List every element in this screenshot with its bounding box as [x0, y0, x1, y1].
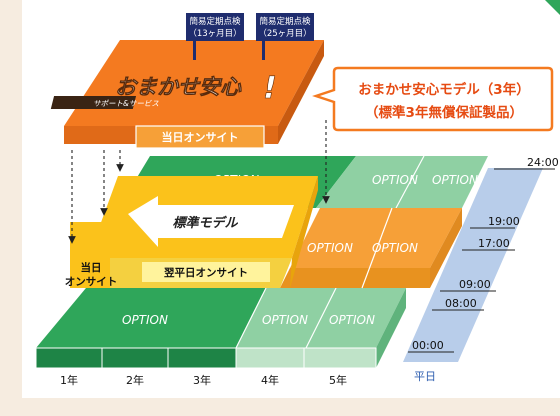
- inspection-banner-13: 簡易定期点検 （13ヶ月目）: [186, 13, 244, 60]
- time-ticks: [408, 168, 555, 353]
- middle-slab: OPTION OPTION OPTION OPTION OPTION 標準モデル…: [65, 155, 488, 289]
- year-label-4: 4年: [261, 373, 279, 387]
- time-label-08: 08:00: [445, 297, 477, 310]
- banner25-line2: （25ヶ月目）: [258, 28, 311, 39]
- left-frame-strip: [0, 0, 22, 416]
- year-block-5: [303, 347, 377, 369]
- nextday-onsite-pill: [142, 262, 270, 282]
- onsite-tab: [135, 125, 265, 149]
- banner13-line2: （13ヶ月目）: [188, 28, 241, 39]
- time-label-24: 24:00: [527, 156, 559, 169]
- sameday-onsite-line2: オンサイト: [65, 276, 118, 288]
- middle-slab-top-light: [316, 156, 488, 208]
- banner25-pole: [262, 40, 265, 60]
- time-label-00: 00:00: [412, 339, 444, 352]
- year-label-2: 2年: [126, 373, 144, 387]
- standard-model-side: [290, 176, 318, 288]
- time-label-17: 17:00: [478, 237, 510, 250]
- sameday-onsite-line1: 当日: [81, 261, 102, 274]
- logo-main-text: おまかせ安心: [115, 75, 242, 99]
- option-bottom-front: OPTION: [122, 313, 168, 327]
- corner-accent: [545, 0, 560, 15]
- orange-option-front: [280, 268, 430, 288]
- onsite-tab-label: 当日オンサイト: [162, 130, 239, 144]
- standard-model-label: 標準モデル: [172, 215, 238, 231]
- bottom-slab-top-green: [36, 288, 266, 348]
- year-block-2: [101, 347, 169, 369]
- model-callout: おまかせ安心モデル（3年） （標準3年無償保証製品）: [312, 66, 554, 132]
- weekday-time-band: [403, 168, 543, 362]
- callout-box: [312, 66, 554, 132]
- logo-exclamation-mark: !: [263, 71, 277, 106]
- inspection-banner-25: 簡易定期点検 （25ヶ月目）: [256, 13, 314, 60]
- middle-divider: [395, 155, 425, 209]
- year-blocks: [35, 347, 377, 369]
- brand-logo: サポート&サービス おまかせ安心 !: [50, 71, 277, 109]
- option-bottom-year5: OPTION: [329, 313, 375, 327]
- option-top-year5: OPTION: [432, 173, 478, 187]
- callout-line2: （標準3年無償保証製品）: [365, 104, 523, 121]
- logo-sub-strip: [50, 96, 137, 109]
- bottom-slab-side: [376, 288, 406, 368]
- option-bottom-year4: OPTION: [262, 313, 308, 327]
- guide-arrows: [68, 120, 330, 244]
- option-mid-year5: OPTION: [372, 241, 418, 255]
- banner25-flag: [256, 13, 314, 41]
- year-block-3: [167, 347, 237, 369]
- orange-divider: [361, 207, 393, 289]
- weekday-label: 平日: [414, 370, 436, 383]
- bottom-slab: OPTION OPTION OPTION: [35, 287, 406, 369]
- banner13-pole: [193, 40, 196, 60]
- bottom-frame-strip: [0, 398, 560, 416]
- year-block-4: [235, 347, 305, 369]
- time-label-19: 19:00: [488, 215, 520, 228]
- year-label-1: 1年: [60, 373, 78, 387]
- time-label-09: 09:00: [459, 278, 491, 291]
- year-block-1: [35, 347, 103, 369]
- year-label-5: 5年: [329, 373, 347, 387]
- option-top-year4: OPTION: [372, 173, 418, 187]
- option-mid-year4: OPTION: [307, 241, 353, 255]
- time-labels: 24:00 19:00 17:00 09:00 08:00 00:00: [412, 156, 559, 352]
- year-label-3: 3年: [193, 373, 211, 387]
- banner13-flag: [186, 13, 244, 41]
- bottom-divider-2: [305, 287, 337, 349]
- bottom-divider-1: [235, 287, 267, 349]
- orange-option-top: [290, 208, 462, 268]
- banner25-line1: 簡易定期点検: [259, 16, 311, 27]
- callout-line1: おまかせ安心モデル（3年）: [358, 81, 529, 98]
- orange-option-side: [430, 208, 462, 288]
- logo-sub-text: サポート&サービス: [93, 99, 159, 108]
- year-labels: 1年 2年 3年 4年 5年: [60, 373, 347, 387]
- standard-model-arrow: [128, 196, 294, 247]
- banner13-line1: 簡易定期点検: [189, 16, 241, 27]
- standard-model-left-face: [70, 222, 110, 288]
- brand-platform: 当日オンサイト サポート&サービス おまかせ安心 !: [50, 40, 324, 149]
- nextday-onsite-label: 翌平日オンサイト: [164, 267, 248, 279]
- brand-platform-side: [278, 40, 324, 144]
